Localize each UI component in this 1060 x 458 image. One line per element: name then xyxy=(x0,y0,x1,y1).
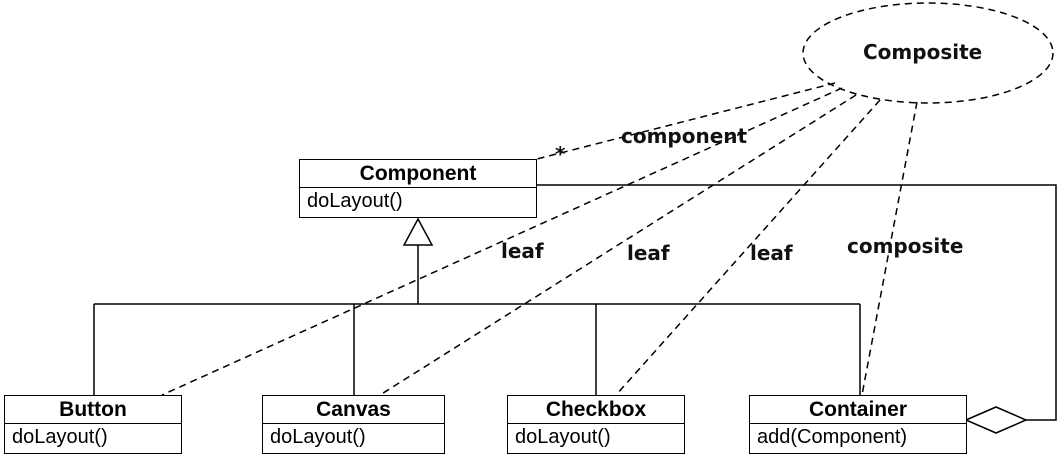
role-label-leaf-canvas: leaf xyxy=(627,241,670,265)
class-button-name: Button xyxy=(5,396,181,424)
class-container: Container add(Component) xyxy=(749,395,967,454)
role-label-component: component xyxy=(621,124,748,148)
class-component: Component doLayout() xyxy=(299,159,537,218)
class-canvas-name: Canvas xyxy=(263,396,444,424)
class-checkbox-op: doLayout() xyxy=(515,426,611,448)
multiplicity-label: * xyxy=(555,142,566,166)
class-container-name: Container xyxy=(750,396,966,424)
role-label-leaf-button: leaf xyxy=(501,239,544,263)
class-container-op: add(Component) xyxy=(757,426,908,448)
role-line-container xyxy=(861,101,918,396)
role-line-canvas xyxy=(379,94,857,396)
role-line-component xyxy=(532,82,836,161)
class-component-op: doLayout() xyxy=(307,190,403,212)
class-component-name: Component xyxy=(300,160,536,188)
inheritance-arrowhead xyxy=(402,217,434,246)
collaboration-ellipse xyxy=(802,2,1054,104)
class-checkbox-name: Checkbox xyxy=(508,396,684,424)
role-line-button xyxy=(161,87,843,396)
collaboration-name: Composite xyxy=(863,40,983,64)
aggregation-line xyxy=(536,184,1057,421)
class-canvas: Canvas doLayout() xyxy=(262,395,445,454)
class-button-op: doLayout() xyxy=(12,426,108,448)
aggregation-diamond xyxy=(964,406,1028,434)
class-checkbox: Checkbox doLayout() xyxy=(507,395,685,454)
class-button: Button doLayout() xyxy=(4,395,182,454)
role-label-leaf-checkbox: leaf xyxy=(750,241,793,265)
role-label-composite: composite xyxy=(847,234,964,258)
class-canvas-op: doLayout() xyxy=(270,426,366,448)
role-line-checkbox xyxy=(615,99,881,396)
